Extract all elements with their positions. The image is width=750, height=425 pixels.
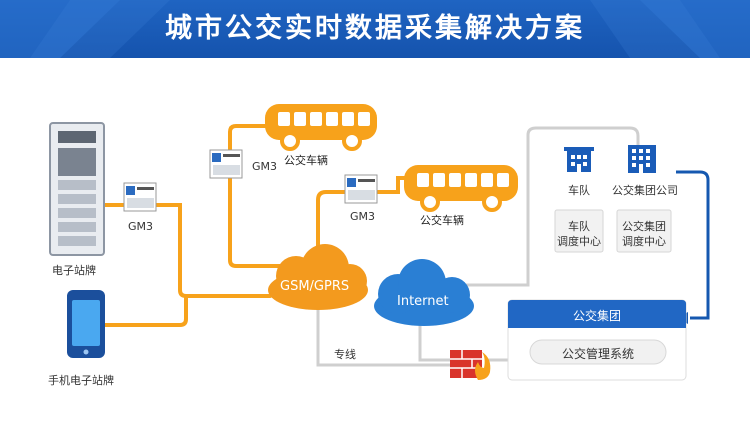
bus-group-title: 公交集团: [572, 309, 621, 323]
gm3-module-mid: [344, 174, 378, 204]
gm3-mid-label: GM3: [350, 210, 376, 223]
management-system-label: 公交管理系统: [561, 347, 634, 361]
dedicated-line-label: 专线: [334, 348, 356, 361]
mobile-sign-link: [103, 294, 188, 327]
bus-group-panel: [507, 299, 687, 381]
internet-to-fleet-link: [455, 126, 640, 287]
bus-top-label: 公交车辆: [284, 154, 328, 167]
group-company-label: 公交集团公司: [612, 184, 678, 197]
bus-top-link: [228, 124, 267, 160]
fleet-center-line1: 车队: [568, 220, 590, 233]
fleet-building-icon: [564, 147, 594, 172]
mobile-phone-icon: [67, 290, 105, 358]
orange-connectors: [103, 124, 407, 327]
group-center-line1: 公交集团: [622, 220, 666, 233]
internet-to-firewall-link: [418, 320, 450, 362]
gsm-gprs-label: GSM/GPRS: [280, 279, 350, 294]
gm3-mid-link: [316, 190, 350, 270]
e-sign-link: [103, 203, 272, 298]
group-company-arrow: [676, 170, 710, 320]
banner-decoration: [0, 0, 750, 58]
fleet-center-line2: 调度中心: [557, 235, 601, 248]
gray-connectors: [316, 126, 640, 367]
page-title: 城市公交实时数据采集解决方案: [165, 13, 585, 44]
bus-icon-top: [265, 104, 377, 151]
fleet-label: 车队: [568, 184, 590, 197]
bus-mid-label: 公交车辆: [420, 214, 464, 227]
bus-mid-link: [376, 176, 407, 194]
gm3-module-left: [123, 182, 157, 212]
group-dispatch-box: [616, 209, 672, 253]
fleet-dispatch-box: [554, 209, 604, 253]
mobile-sign-label: 手机电子站牌: [48, 374, 114, 387]
dedicated-line-link: [316, 300, 455, 367]
gsm-gprs-cloud: [268, 244, 368, 310]
group-center-line2: 调度中心: [622, 235, 666, 248]
gm3-left-label: GM3: [128, 220, 154, 233]
internet-cloud: [374, 259, 474, 326]
e-sign-kiosk: [49, 122, 105, 256]
internet-label: Internet: [397, 294, 449, 309]
group-company-building-icon: [628, 145, 656, 173]
gm3-module-top: [209, 149, 243, 179]
title-banner: 城市公交实时数据采集解决方案: [0, 0, 750, 58]
gm3-top-label: GM3: [252, 160, 278, 173]
bus-icon-mid: [404, 165, 518, 212]
gm3-top-link: [228, 170, 292, 268]
firewall-icon: [450, 350, 491, 380]
e-sign-label: 电子站牌: [52, 264, 96, 277]
